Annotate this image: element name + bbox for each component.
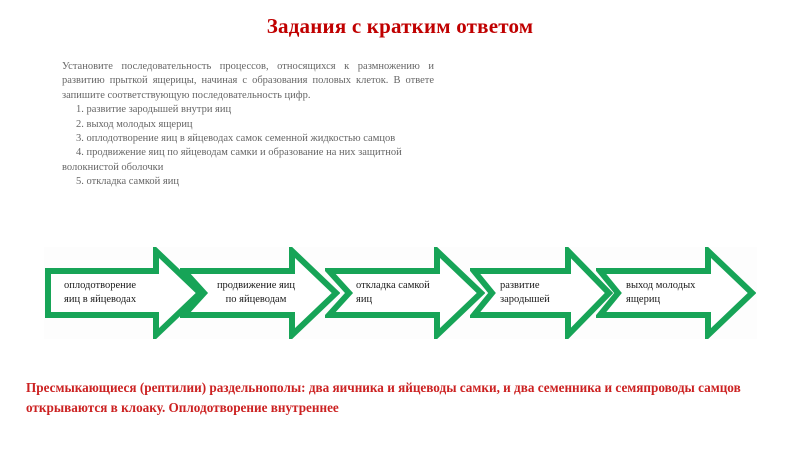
arrow-shape-icon: [325, 247, 485, 339]
arrow-shape-icon: [596, 247, 756, 339]
task-instruction: Установите последовательность процессов,…: [62, 61, 434, 101]
process-step-1-label: оплодотворение яиц в яйцеводах: [64, 280, 137, 305]
task-options-list: 1. развитие зародышей внутри яиц 2. выхо…: [62, 103, 434, 189]
process-step-5-label: выход молодых ящериц: [626, 280, 696, 305]
task-option: 2. выход молодых ящериц: [76, 118, 193, 130]
process-step-4: развитие зародышей: [470, 247, 613, 339]
task-option: 4. продвижение яиц по яйцеводам самки и …: [62, 147, 402, 173]
arrow-shape-icon: [45, 247, 204, 339]
process-step-2: продвижение яиц по яйцеводам: [180, 247, 340, 339]
task-option: 5. откладка самкой яиц: [76, 176, 179, 188]
process-step-5: выход молодых ящериц: [596, 247, 756, 339]
process-step-3: откладка самкой яиц: [325, 247, 485, 339]
task-option: 1. развитие зародышей внутри яиц: [76, 104, 232, 116]
page-title: Задания с кратким ответом: [266, 14, 534, 38]
process-step-1: оплодотворение яиц в яйцеводах: [44, 247, 204, 339]
task-text-block: Установите последовательность процессов,…: [62, 60, 434, 190]
task-option: 3. оплодотворение яиц в яйцеводах самок …: [76, 133, 396, 145]
process-step-4-label: развитие зародышей: [500, 280, 550, 305]
process-step-3-label: откладка самкой яиц: [356, 280, 430, 305]
arrow-shape-icon: [470, 247, 613, 339]
process-arrow-chain: оплодотворение яиц в яйцеводах продвижен…: [44, 247, 757, 339]
arrow-shape-icon: [180, 247, 340, 339]
process-step-2-label: продвижение яиц по яйцеводам: [216, 280, 296, 305]
conclusion-text: Пресмыкающиеся (рептилии) раздельнополы:…: [26, 380, 741, 415]
